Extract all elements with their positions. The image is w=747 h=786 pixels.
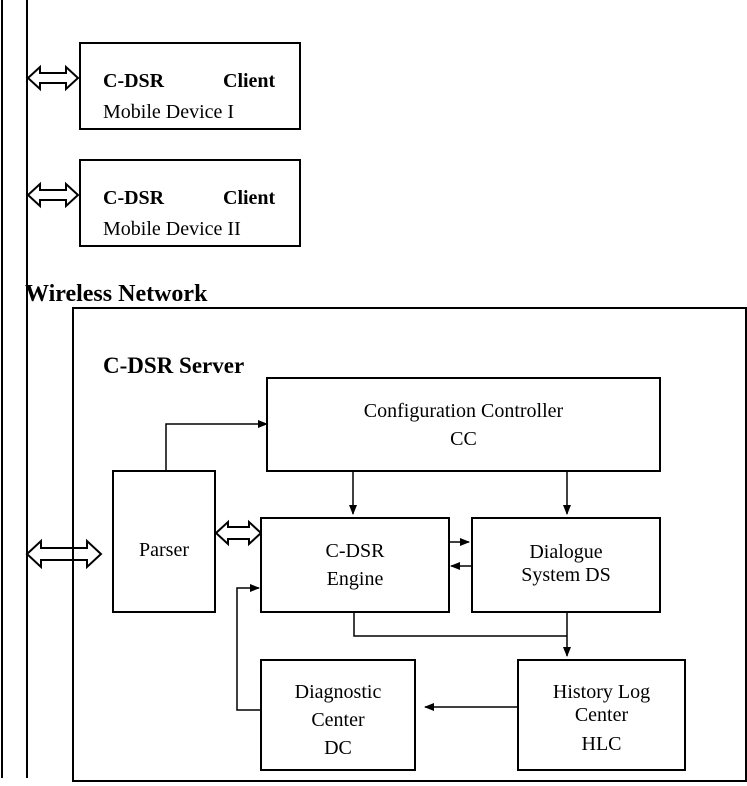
client1-role: Client: [223, 70, 276, 92]
ds-line1: Dialogue: [529, 541, 603, 563]
dc-line3: DC: [324, 737, 352, 759]
cc-line1: Configuration Controller: [363, 400, 564, 422]
client1-name: C-DSR: [103, 70, 165, 92]
wireless-network-label: Wireless Network: [25, 281, 208, 307]
client2-role: Client: [223, 187, 276, 209]
client2-bus-double-arrow: [26, 181, 80, 209]
client1-bus-double-arrow: [26, 64, 80, 92]
engine-line1: C-DSR: [325, 540, 385, 562]
diagnostic-center-box: Diagnostic Center DC: [260, 659, 416, 771]
dc-to-engine-arrow: [236, 584, 261, 711]
dc-line1: Diagnostic: [294, 681, 382, 703]
hlc-line3: HLC: [581, 733, 622, 755]
hlc-line1: History Log: [552, 681, 651, 703]
client2-name: C-DSR: [103, 187, 165, 209]
server-box: [72, 307, 747, 782]
configuration-controller-box: Configuration Controller CC: [266, 377, 661, 472]
parser-label: Parser: [139, 539, 189, 561]
client-box-mobile-device-2: C-DSR Client Mobile Device II: [79, 159, 301, 247]
client2-device: Mobile Device II: [103, 218, 241, 240]
ds-line2: System DS: [521, 564, 611, 586]
dc-line2: Center: [311, 709, 365, 731]
client1-device: Mobile Device I: [103, 101, 235, 123]
server-title: C-DSR Server: [103, 353, 245, 378]
server-bus-double-arrow: [25, 538, 103, 570]
cc-line2: CC: [450, 428, 477, 450]
history-log-center-box: History Log Center HLC: [517, 659, 686, 771]
parser-to-cc-arrow: [165, 420, 268, 471]
dialogue-system-box: Dialogue System DS: [471, 517, 661, 613]
engine-to-hlc-line: [353, 613, 567, 637]
client-box-mobile-device-1: C-DSR Client Mobile Device I: [79, 42, 301, 130]
cdsr-engine-box: C-DSR Engine: [260, 517, 450, 613]
engine-line2: Engine: [326, 568, 384, 590]
parser-box: Parser: [112, 470, 216, 613]
hlc-line2: Center: [574, 704, 629, 726]
